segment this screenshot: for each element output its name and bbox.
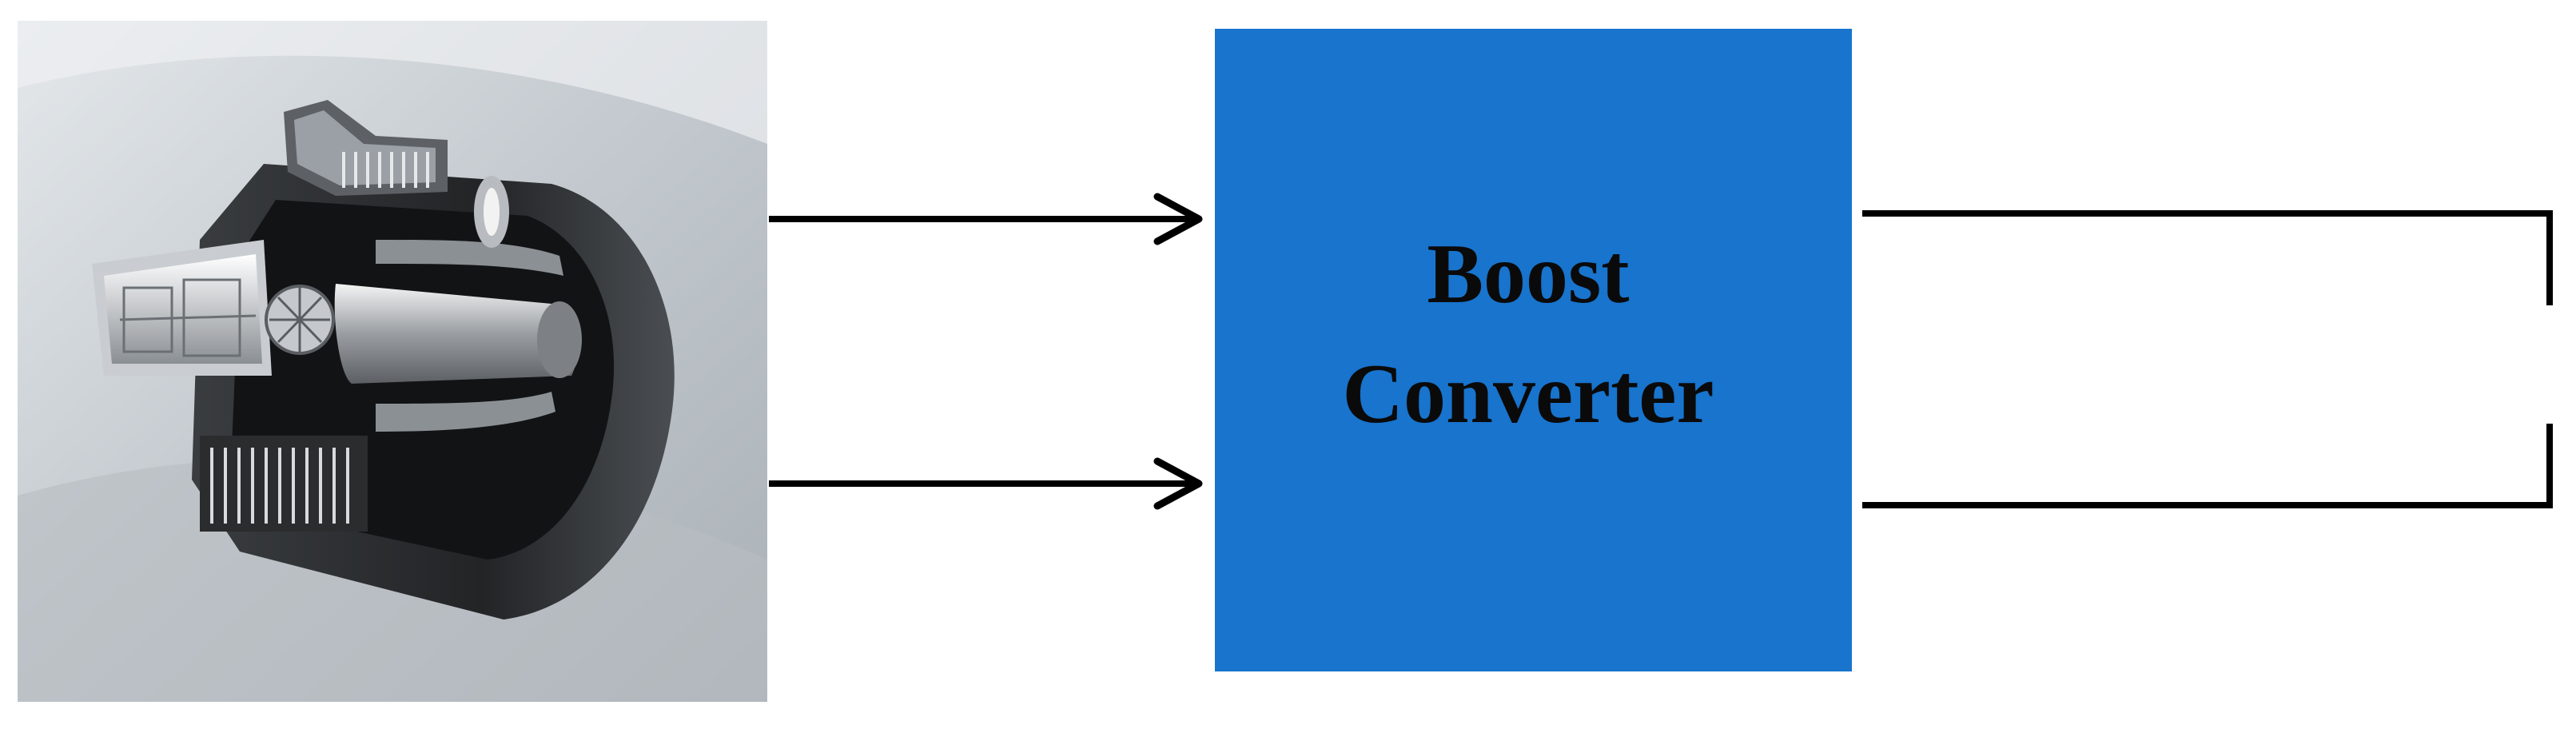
turbine-image: [18, 21, 767, 702]
arrow-upper-head: [1153, 193, 1203, 245]
boost-converter-box: [1215, 29, 1852, 671]
arrow-lower: [769, 457, 1203, 510]
output-line-bottom-path: [1862, 424, 2553, 508]
photo-swoosh-light: [18, 21, 767, 144]
turbine-cutaway-icon: [92, 100, 675, 619]
output-line-bottom: [1862, 424, 2553, 508]
output-line-top-path: [1862, 210, 2553, 305]
arrow-lower-head: [1153, 457, 1203, 510]
boost-converter-label-line1: Boost: [1427, 227, 1629, 321]
arrow-upper: [769, 193, 1203, 245]
boost-converter: Boost Converter: [1215, 29, 1852, 671]
boost-converter-label-line2: Converter: [1343, 347, 1714, 440]
output-line-top: [1862, 210, 2553, 305]
